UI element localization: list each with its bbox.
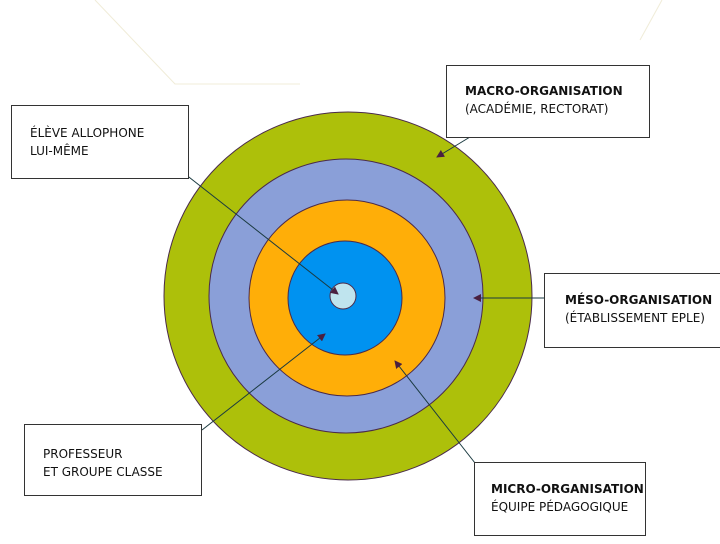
arrow-eleve bbox=[184, 173, 339, 295]
prof-title: PROFESSEUR bbox=[43, 447, 123, 461]
meso-subtitle: (ÉTABLISSEMENT EPLE) bbox=[565, 311, 705, 325]
background-decoration-2 bbox=[639, 0, 663, 41]
arrow-micro bbox=[394, 360, 476, 464]
eleve-title: ÉLÈVE ALLOPHONE bbox=[30, 126, 145, 140]
meso-title: MÉSO-ORGANISATION bbox=[565, 293, 713, 307]
macro-subtitle: (ACADÉMIE, RECTORAT) bbox=[465, 102, 609, 116]
macro-title: MACRO-ORGANISATION bbox=[465, 84, 623, 98]
eleve-allophone-label: ÉLÈVE ALLOPHONE LUI-MÊME bbox=[11, 105, 189, 179]
micro-organisation-label: MICRO-ORGANISATION ÉQUIPE PÉDAGOGIQUE bbox=[474, 462, 646, 536]
professeur-label: PROFESSEUR ET GROUPE CLASSE bbox=[24, 424, 202, 496]
eleve-subtitle: LUI-MÊME bbox=[30, 144, 89, 158]
prof-subtitle: ET GROUPE CLASSE bbox=[43, 465, 163, 479]
background-decoration bbox=[94, 0, 300, 85]
arrow-macro bbox=[436, 136, 471, 158]
student-core bbox=[329, 282, 357, 310]
arrow-prof bbox=[201, 333, 326, 431]
meso-organisation-label: MÉSO-ORGANISATION (ÉTABLISSEMENT EPLE) bbox=[544, 273, 720, 348]
macro-organisation-label: MACRO-ORGANISATION (ACADÉMIE, RECTORAT) bbox=[446, 65, 650, 138]
micro-subtitle: ÉQUIPE PÉDAGOGIQUE bbox=[491, 500, 629, 514]
micro-title: MICRO-ORGANISATION bbox=[491, 482, 644, 496]
